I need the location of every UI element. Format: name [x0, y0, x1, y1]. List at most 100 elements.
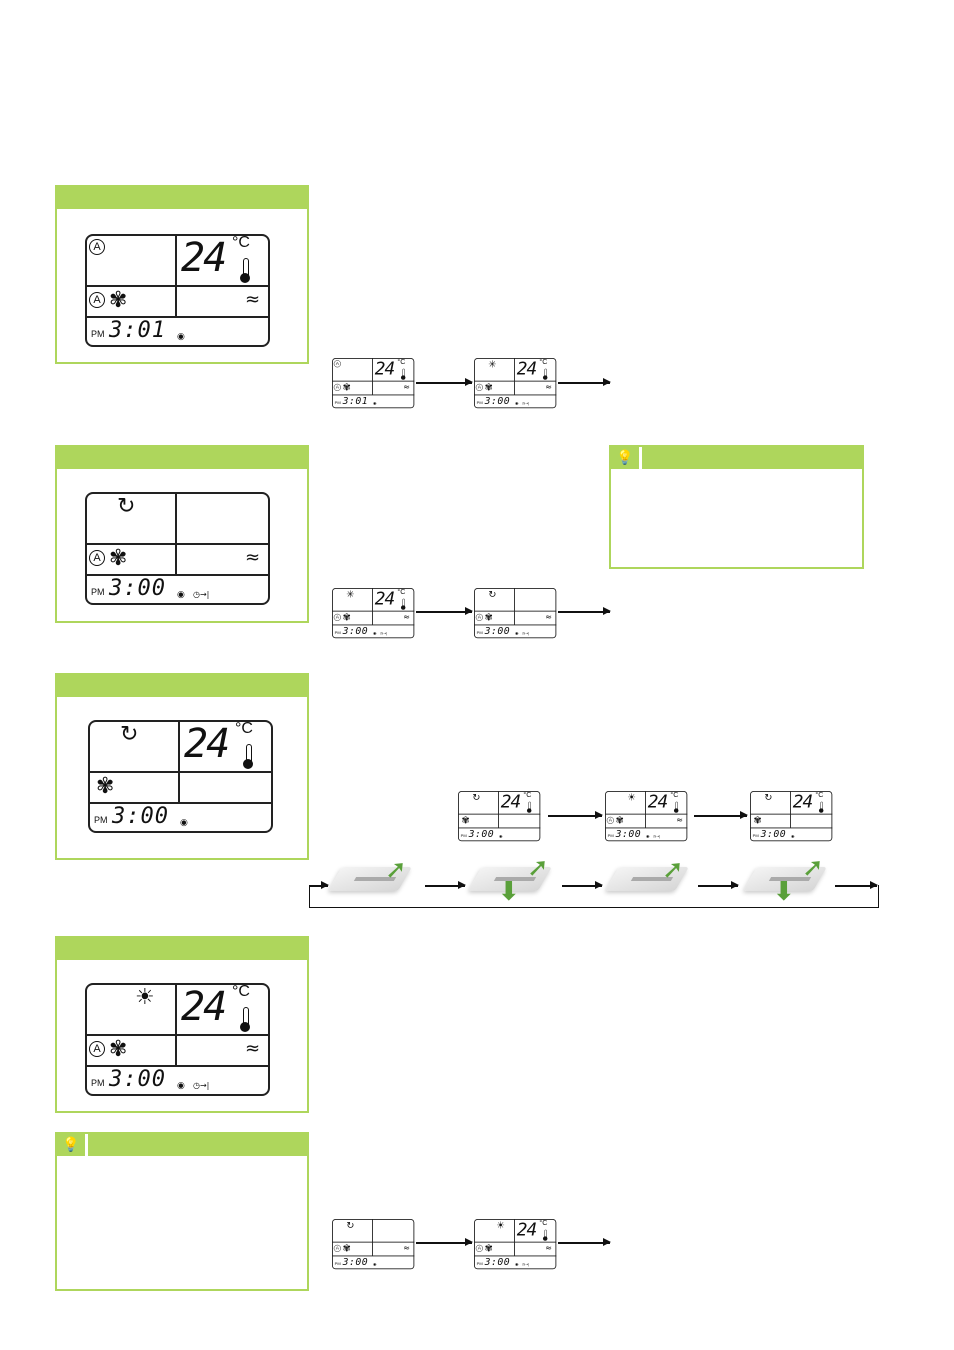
dry-icon: ↻: [346, 1219, 355, 1232]
pm-label: PM: [94, 815, 108, 825]
dry-icon: ↻: [488, 588, 497, 601]
lcd-frame: [85, 492, 270, 605]
fan-auto-icon: A: [89, 1041, 105, 1057]
divider: [750, 827, 833, 829]
temperature-value: 24: [516, 1219, 538, 1240]
signal-icon: ◉: [180, 818, 188, 828]
divider: [514, 588, 515, 625]
divider: [332, 380, 415, 382]
thermometer-icon: [243, 744, 253, 769]
pm-label: PM: [607, 833, 614, 838]
swing-icon: ≈: [403, 382, 410, 392]
timer-icon: ◷→|: [653, 834, 661, 839]
airflow-arrow-icon: ➚: [385, 855, 407, 885]
signal-icon: ◉: [514, 1262, 519, 1268]
snowflake-icon: ✳: [488, 358, 497, 371]
temperature-unit: °C: [232, 983, 250, 1000]
temperature-unit: °C: [539, 1219, 548, 1227]
fan-icon: ✾: [96, 774, 115, 799]
divider: [605, 827, 688, 829]
swing-icon: ≈: [545, 382, 552, 392]
cassette-unit-image: ➚⬇: [743, 855, 830, 905]
swing-icon: ≈: [676, 815, 683, 825]
auto-mode-panel: [55, 185, 309, 364]
temperature-unit: °C: [235, 720, 253, 737]
divider: [474, 394, 557, 396]
temperature-unit: °C: [815, 791, 824, 799]
arrow: [562, 882, 603, 888]
divider: [332, 1241, 415, 1243]
divider: [85, 543, 270, 545]
divider: [85, 1065, 270, 1067]
temperature-value: 24: [184, 721, 230, 767]
dry-icon: ↻: [764, 791, 773, 804]
signal-icon: ◉: [498, 834, 503, 840]
clock-time: 3:01: [342, 395, 369, 407]
tip-box: 💡: [55, 1132, 309, 1291]
airflow-down-icon: ⬇: [498, 877, 520, 907]
clock-time: 3:00: [615, 828, 642, 840]
pm-label: PM: [334, 400, 341, 405]
clock-time: 3:00: [468, 828, 495, 840]
signal-icon: ◉: [645, 834, 650, 840]
timer-icon: ◷→|: [193, 1081, 210, 1090]
divider: [332, 394, 415, 396]
thermometer-icon: [818, 801, 824, 813]
fan-icon: ✾: [753, 815, 762, 827]
thermometer-icon: [526, 801, 532, 813]
fan-icon: ✾: [342, 612, 351, 624]
pm-label: PM: [476, 1261, 483, 1266]
lightbulb-icon: 💡: [57, 1134, 88, 1156]
divider: [514, 1219, 515, 1256]
fan-icon: ✾: [615, 815, 624, 827]
lightbulb-icon: 💡: [611, 447, 642, 469]
swing-icon: ≈: [245, 1038, 261, 1059]
fan-auto-icon: A: [333, 383, 341, 391]
clock-time: 3:00: [342, 1256, 369, 1268]
clock-time: 3:00: [484, 625, 511, 637]
thermometer-icon: [240, 1007, 250, 1032]
temperature-value: 24: [181, 235, 227, 281]
timer-icon: ◷→|: [522, 1262, 530, 1267]
swing-icon: ≈: [403, 1243, 410, 1253]
divider: [514, 358, 515, 395]
divider: [175, 234, 177, 317]
panel-header: [57, 187, 307, 209]
swing-icon: ≈: [545, 1243, 552, 1253]
temperature-value: 24: [647, 791, 669, 812]
fan-icon: ✾: [461, 815, 470, 827]
swing-icon: ≈: [403, 612, 410, 622]
divider: [85, 1034, 270, 1036]
cassette-unit-image: ➚: [605, 855, 692, 900]
arrow: [694, 812, 748, 818]
temperature-unit: °C: [397, 358, 406, 366]
temperature-value: 24: [181, 984, 227, 1030]
clock-time: 3:00: [760, 828, 787, 840]
arrow: [558, 379, 611, 385]
arrow: [835, 882, 878, 888]
divider: [750, 813, 833, 815]
lcd-frame: [458, 791, 541, 842]
divider: [474, 624, 557, 626]
pm-label: PM: [334, 630, 341, 635]
heat-mode-panel: [55, 936, 309, 1113]
dry-icon: ↻: [120, 722, 139, 747]
signal-icon: ◉: [372, 401, 377, 407]
fan-icon: ✾: [484, 612, 493, 624]
thermometer-icon: [673, 801, 679, 813]
arrow: [416, 608, 473, 614]
auto-icon: A: [333, 360, 341, 368]
airflow-arrow-icon: ➚: [527, 853, 549, 883]
lcd-frame: [474, 1219, 557, 1270]
divider: [88, 771, 273, 773]
tip-header: [85, 1134, 307, 1156]
pm-label: PM: [91, 587, 105, 597]
temperature-unit: °C: [397, 588, 406, 596]
